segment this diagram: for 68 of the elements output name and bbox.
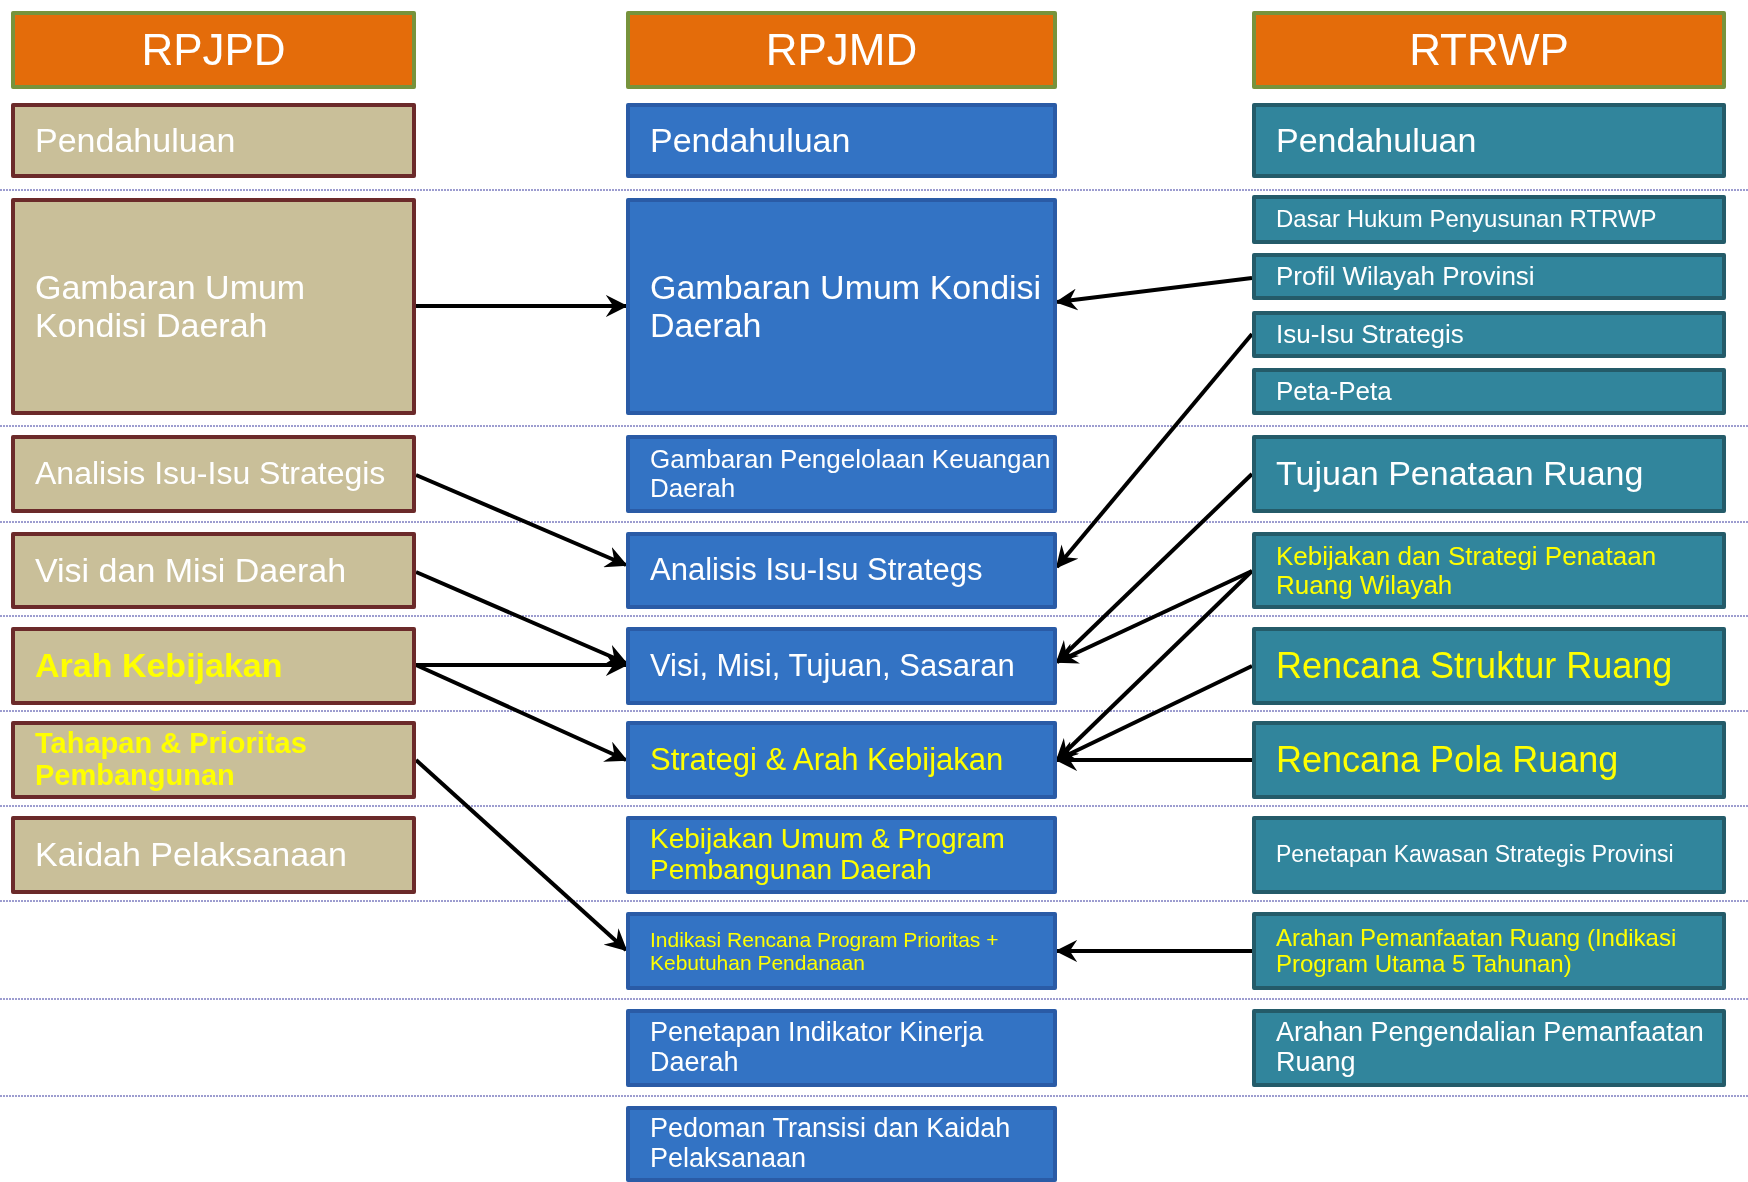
section-box	[11, 627, 416, 705]
section-text: Peta-Peta	[1276, 377, 1392, 406]
column-header	[626, 11, 1057, 89]
section-text: Kaidah Pelaksanaan	[35, 836, 347, 874]
section-text: Pedoman Transisi dan Kaidah Pelaksanaan	[650, 1114, 1012, 1174]
section-text: Tahapan & Prioritas Pembangunan	[35, 728, 308, 792]
section-text: Arah Kebijakan	[35, 647, 283, 685]
section-text: Strategi & Arah Kebijakan	[650, 742, 1004, 778]
arrow	[416, 295, 628, 317]
header-text: RTRWP	[1409, 25, 1569, 75]
section-box	[11, 103, 416, 178]
column-header	[1252, 11, 1726, 89]
section-box	[626, 627, 1057, 705]
section-text: Isu-Isu Strategis	[1276, 320, 1464, 349]
section-text: Visi, Misi, Tujuan, Sasaran	[650, 648, 1015, 684]
section-box	[1252, 435, 1726, 513]
section-text: Pendahuluan	[1276, 121, 1477, 160]
section-text: Arahan Pemanfaatan Ruang (Indikasi Program Utama 5 Tahunan)	[1276, 924, 1678, 978]
section-text: Rencana Pola Ruang	[1276, 740, 1619, 780]
section-text: Rencana Struktur Ruang	[1276, 646, 1673, 686]
arrow	[415, 570, 628, 666]
section-text: Penetapan Indikator Kinerja Daerah	[650, 1018, 985, 1078]
section-box	[1252, 816, 1726, 894]
section-box	[626, 435, 1057, 513]
section-box	[11, 198, 416, 415]
section-box	[626, 912, 1057, 990]
section-text: Dasar Hukum Penyusunan RTRWP	[1276, 206, 1657, 233]
section-box	[1252, 1009, 1726, 1087]
section-text: Analisis Isu-Isu Strategs	[650, 553, 983, 588]
section-box	[1252, 721, 1726, 799]
section-text: Gambaran Umum Kondisi Daerah	[650, 269, 1043, 344]
header-text: RPJPD	[141, 25, 286, 75]
section-box	[626, 198, 1057, 415]
section-box	[626, 532, 1057, 609]
section-box	[11, 435, 416, 513]
section-box	[11, 721, 416, 799]
section-text: Pendahuluan	[650, 121, 851, 160]
section-box	[1252, 627, 1726, 705]
section-box	[626, 1009, 1057, 1087]
section-box	[11, 532, 416, 609]
section-text: Gambaran Umum Kondisi Daerah	[35, 269, 307, 344]
section-box	[1252, 311, 1726, 358]
section-box	[626, 721, 1057, 799]
section-box	[626, 816, 1057, 894]
section-box	[1252, 103, 1726, 178]
column-header	[11, 11, 416, 89]
section-text: Indikasi Rencana Program Prioritas + Kebutuhan Pendanaan	[650, 927, 1000, 975]
section-text: Profil Wilayah Provinsi	[1276, 262, 1535, 291]
section-box	[626, 1106, 1057, 1182]
section-box	[626, 103, 1057, 178]
section-box	[1252, 253, 1726, 300]
section-text: Pendahuluan	[35, 121, 236, 160]
arrow	[416, 654, 628, 676]
section-box	[1252, 368, 1726, 415]
section-text: Visi dan Misi Daerah	[35, 551, 347, 590]
section-box	[11, 816, 416, 894]
section-text: Penetapan Kawasan Strategis Provinsi	[1276, 842, 1674, 868]
section-text: Arahan Pengendalian Pemanfaatan Ruang	[1276, 1018, 1705, 1078]
header-text: RPJMD	[765, 25, 918, 75]
section-text: Analisis Isu-Isu Strategis	[35, 456, 386, 492]
arrow	[415, 473, 628, 568]
section-text: Kebijakan dan Strategi Penataan Ruang Wilayah	[1276, 541, 1658, 600]
section-text: Kebijakan Umum & Program Pembangunan Daerah	[650, 824, 1006, 886]
section-box	[1252, 912, 1726, 990]
section-box	[1252, 532, 1726, 609]
section-box	[1252, 195, 1726, 244]
section-text: Gambaran Pengelolaan Keuangan Daerah	[650, 445, 1052, 503]
section-text: Tujuan Penataan Ruang	[1276, 455, 1644, 493]
